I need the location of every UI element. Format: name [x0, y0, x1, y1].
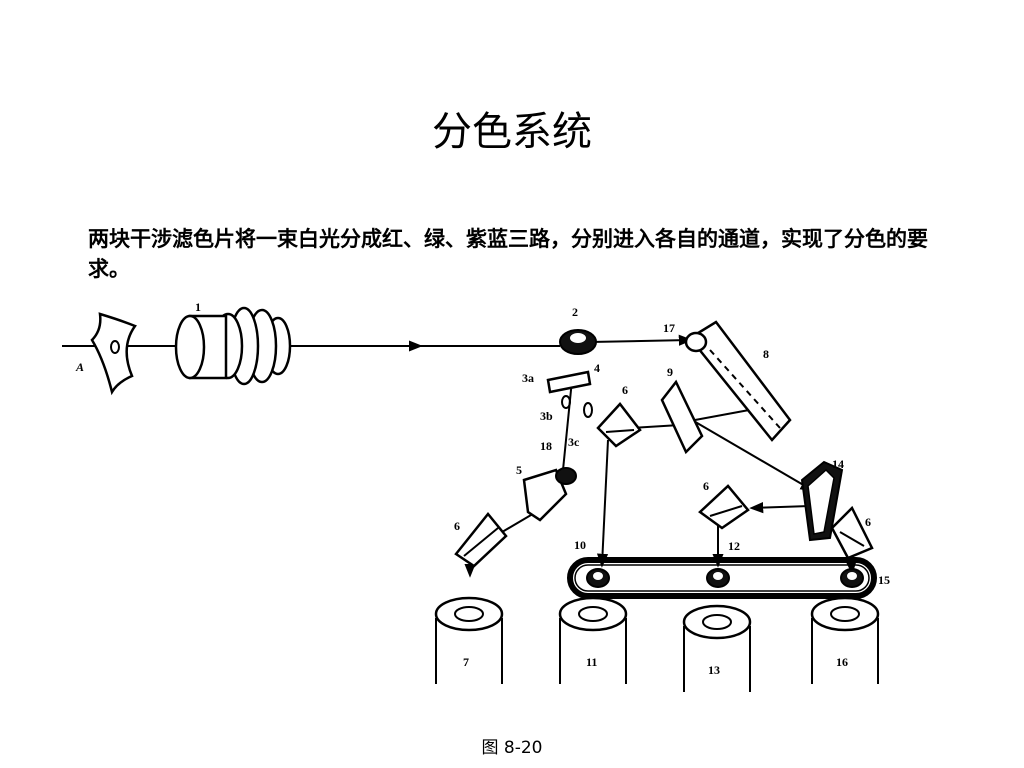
figure-caption: 图 8-20 [481, 738, 543, 758]
camera-tube-13 [682, 604, 752, 692]
label-1: 1 [195, 300, 201, 314]
label-17: 17 [663, 321, 675, 335]
label-3a: 3a [522, 371, 534, 385]
label-9: 9 [667, 365, 673, 379]
label-11: 11 [586, 655, 597, 669]
label-6-right: 6 [703, 479, 709, 493]
camera-tube-7 [434, 596, 504, 684]
label-3b: 3b [540, 409, 553, 423]
label-13: 13 [708, 663, 720, 677]
label-14: 14 [832, 457, 844, 471]
lens-a [90, 312, 137, 396]
label-8: 8 [763, 347, 769, 361]
diagram-labels: A 1 2 3a 3b 3c 4 5 6 6 6 6 7 8 9 10 11 1… [75, 300, 890, 677]
filter-9 [660, 379, 704, 455]
prism-6-mid [596, 402, 642, 448]
beam-splitter-2 [559, 329, 597, 355]
objective-lens-1 [174, 306, 292, 386]
label-12: 12 [728, 539, 740, 553]
prism-6-right [698, 484, 750, 530]
label-10: 10 [574, 538, 586, 552]
body-text: 两块干涉滤色片将一束白光分成红、绿、紫蓝三路，分别进入各自的通道，实现了分色的要… [88, 227, 928, 281]
prism-6-far-right [830, 505, 874, 560]
label-5: 5 [516, 463, 522, 477]
label-6-left: 6 [454, 519, 460, 533]
label-7: 7 [463, 655, 469, 669]
belt-15 [567, 557, 877, 599]
label-16: 16 [836, 655, 848, 669]
label-4: 4 [594, 361, 600, 375]
reflecting-prism-8 [684, 320, 792, 442]
label-18: 18 [540, 439, 552, 453]
elements-3b-3c [561, 395, 593, 418]
filter-14 [800, 460, 844, 542]
label-3c: 3c [568, 435, 580, 449]
label-2: 2 [572, 305, 578, 319]
label-a: A [75, 360, 84, 374]
camera-tube-11 [558, 596, 628, 684]
camera-tube-16 [810, 596, 880, 684]
label-15: 15 [878, 573, 890, 587]
label-6-mid: 6 [622, 383, 628, 397]
prism-6-left [454, 512, 508, 568]
prism-3a [546, 370, 592, 394]
slide-title: 分色系统 [432, 109, 592, 155]
label-6-far-right: 6 [865, 515, 871, 529]
prism-5 [522, 467, 577, 522]
